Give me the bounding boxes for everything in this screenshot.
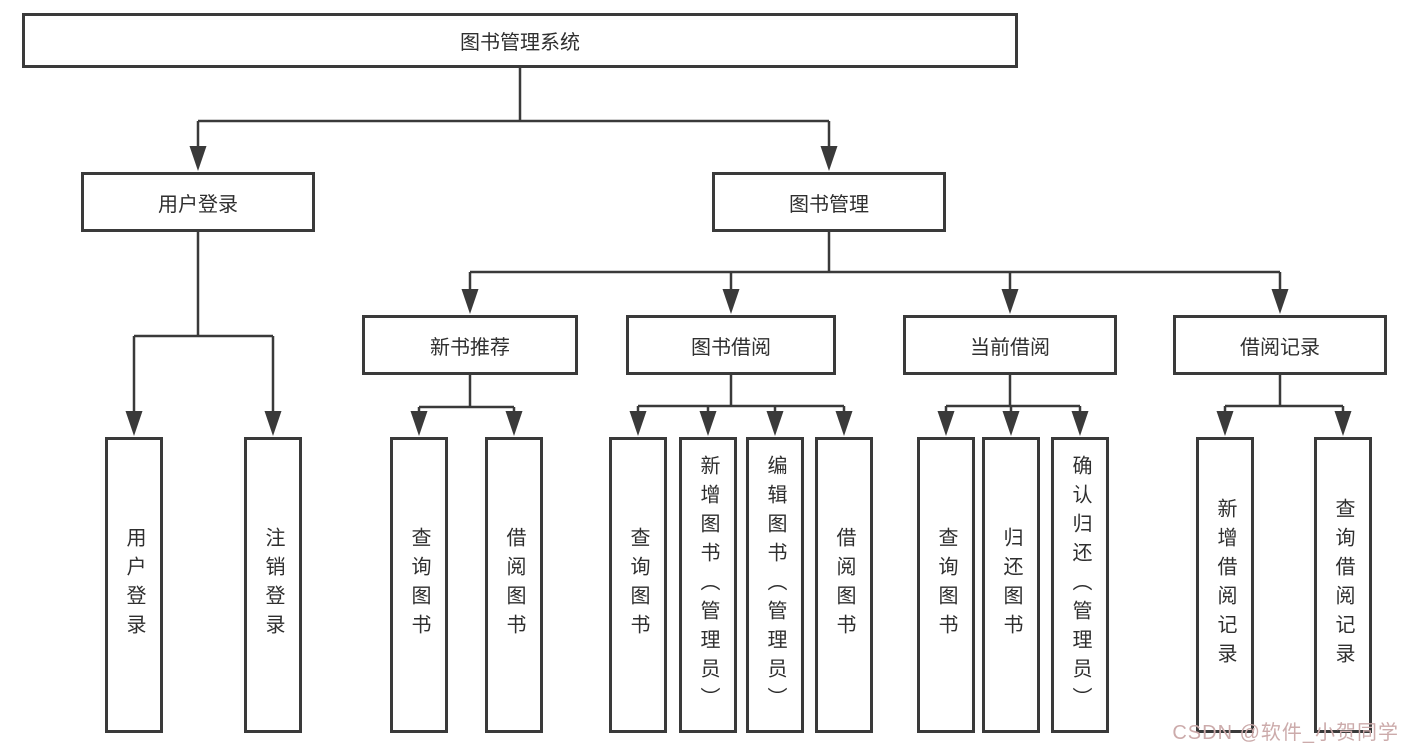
node-user-login: 用户登录 bbox=[81, 172, 315, 232]
leaf-borrow-books-recommend-label: 借阅图书 bbox=[503, 527, 525, 643]
leaf-query-borrow-record-label: 查询借阅记录 bbox=[1332, 498, 1354, 672]
node-book-borrowing: 图书借阅 bbox=[626, 315, 836, 375]
arrow-down-icon bbox=[1334, 411, 1352, 436]
leaf-logout: 注销登录 bbox=[244, 437, 302, 733]
connector-root-to-level1 bbox=[189, 68, 838, 171]
arrow-down-icon bbox=[264, 411, 282, 436]
leaf-query-books-borrowing: 查询图书 bbox=[609, 437, 667, 733]
connector-book-mgmt-to-level2 bbox=[461, 232, 1289, 314]
connector-book-borrow-to-leaves bbox=[629, 375, 853, 436]
node-user-login-label: 用户登录 bbox=[158, 193, 238, 216]
arrow-down-icon bbox=[722, 289, 740, 314]
leaf-add-borrow-record-label: 新增借阅记录 bbox=[1214, 498, 1236, 672]
node-current-borrowing: 当前借阅 bbox=[903, 315, 1117, 375]
arrow-down-icon bbox=[410, 411, 428, 436]
leaf-logout-label: 注销登录 bbox=[262, 527, 284, 643]
node-borrowing-records-label: 借阅记录 bbox=[1240, 336, 1320, 359]
leaf-borrow-books: 借阅图书 bbox=[815, 437, 873, 733]
leaf-query-books-current: 查询图书 bbox=[917, 437, 975, 733]
leaf-add-books-admin-label: 新增图书（管理员） bbox=[697, 454, 719, 716]
arrow-down-icon bbox=[699, 411, 717, 436]
node-new-book-recommendation: 新书推荐 bbox=[362, 315, 578, 375]
node-book-borrowing-label: 图书借阅 bbox=[691, 336, 771, 359]
arrow-down-icon bbox=[1216, 411, 1234, 436]
leaf-user-login-label: 用户登录 bbox=[123, 527, 145, 643]
node-root-system: 图书管理系统 bbox=[22, 13, 1018, 68]
leaf-add-books-admin: 新增图书（管理员） bbox=[679, 437, 737, 733]
leaf-query-books-recommend: 查询图书 bbox=[390, 437, 448, 733]
arrow-down-icon bbox=[189, 146, 207, 171]
node-book-management-label: 图书管理 bbox=[789, 193, 869, 216]
connector-borrow-records-to-leaves bbox=[1216, 375, 1352, 436]
node-current-borrowing-label: 当前借阅 bbox=[970, 336, 1050, 359]
arrow-down-icon bbox=[1002, 411, 1020, 436]
connector-new-book-rec-to-leaves bbox=[410, 375, 523, 436]
node-borrowing-records: 借阅记录 bbox=[1173, 315, 1387, 375]
connector-current-borrow-to-leaves bbox=[937, 375, 1089, 436]
arrow-down-icon bbox=[461, 289, 479, 314]
leaf-edit-books-admin-label: 编辑图书（管理员） bbox=[764, 454, 786, 716]
leaf-return-books: 归还图书 bbox=[982, 437, 1040, 733]
leaf-query-books-current-label: 查询图书 bbox=[935, 527, 957, 643]
leaf-edit-books-admin: 编辑图书（管理员） bbox=[746, 437, 804, 733]
node-root-system-label: 图书管理系统 bbox=[460, 32, 580, 54]
arrow-down-icon bbox=[820, 146, 838, 171]
leaf-confirm-return-admin-label: 确认归还（管理员） bbox=[1069, 454, 1091, 716]
leaf-borrow-books-label: 借阅图书 bbox=[833, 527, 855, 643]
arrow-down-icon bbox=[1001, 289, 1019, 314]
node-new-book-recommendation-label: 新书推荐 bbox=[430, 336, 510, 359]
leaf-query-books-recommend-label: 查询图书 bbox=[408, 527, 430, 643]
connector-user-login-to-leaves bbox=[125, 232, 282, 436]
arrow-down-icon bbox=[505, 411, 523, 436]
arrow-down-icon bbox=[1071, 411, 1089, 436]
arrow-down-icon bbox=[937, 411, 955, 436]
leaf-return-books-label: 归还图书 bbox=[1000, 527, 1022, 643]
node-book-management: 图书管理 bbox=[712, 172, 946, 232]
arrow-down-icon bbox=[629, 411, 647, 436]
leaf-confirm-return-admin: 确认归还（管理员） bbox=[1051, 437, 1109, 733]
arrow-down-icon bbox=[1271, 289, 1289, 314]
leaf-user-login: 用户登录 bbox=[105, 437, 163, 733]
leaf-query-books-borrowing-label: 查询图书 bbox=[627, 527, 649, 643]
arrow-down-icon bbox=[766, 411, 784, 436]
leaf-query-borrow-record: 查询借阅记录 bbox=[1314, 437, 1372, 733]
leaf-borrow-books-recommend: 借阅图书 bbox=[485, 437, 543, 733]
arrow-down-icon bbox=[835, 411, 853, 436]
arrow-down-icon bbox=[125, 411, 143, 436]
csdn-watermark: CSDN @软件_小贺同学 bbox=[1172, 722, 1399, 744]
leaf-add-borrow-record: 新增借阅记录 bbox=[1196, 437, 1254, 733]
